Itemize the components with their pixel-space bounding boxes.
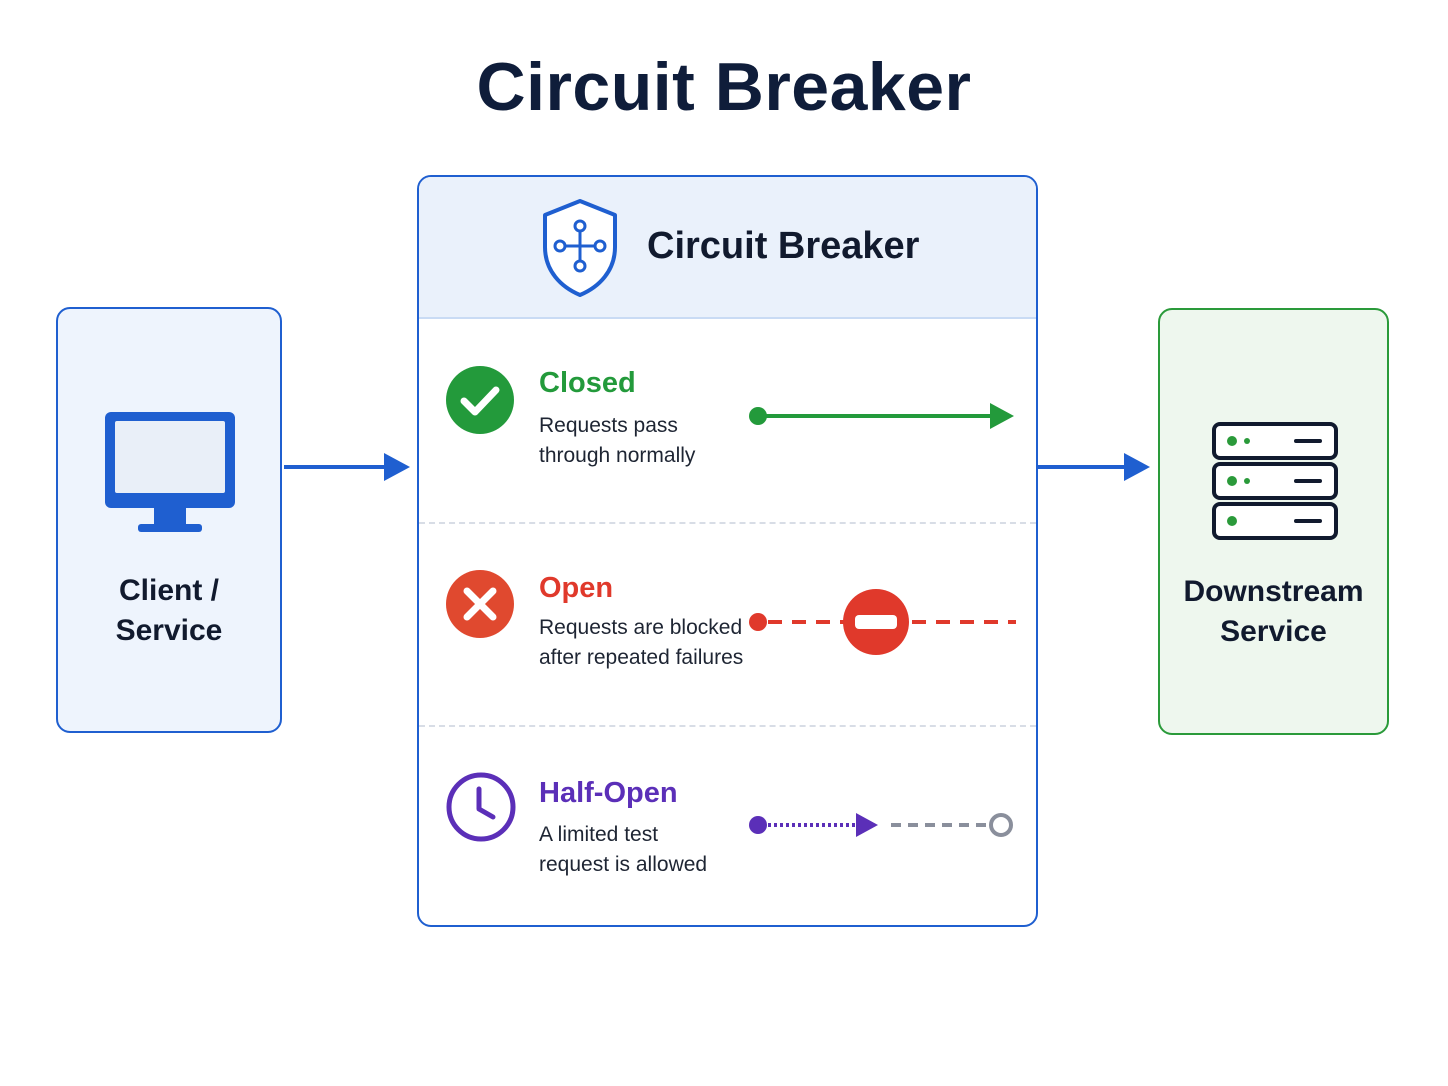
- state-half-open-description: A limited test request is allowed: [539, 823, 708, 876]
- half-open-flow-arrow: [749, 813, 1013, 837]
- state-closed-name: Closed: [539, 367, 636, 399]
- x-circle-icon: [445, 569, 515, 644]
- arrow-client-to-breaker: [284, 453, 410, 481]
- closed-flow-arrow: [749, 403, 1014, 429]
- state-open: Open Requests are blocked after repeated…: [419, 524, 1036, 724]
- client-service-label: Client / Service: [115, 574, 223, 647]
- circuit-breaker-title: Circuit Breaker: [647, 225, 920, 267]
- page-title: Circuit Breaker: [476, 49, 972, 125]
- state-closed-description: Requests pass through normally: [539, 414, 696, 467]
- client-service-box: Client / Service: [56, 307, 282, 733]
- monitor-icon: [102, 409, 238, 544]
- circuit-breaker-header: Circuit Breaker: [419, 177, 1036, 319]
- shield-icon: [539, 197, 621, 304]
- circuit-breaker-panel: Circuit Breaker Closed Requests pass thr…: [417, 175, 1038, 927]
- divider-open-halfopen: [419, 725, 1036, 727]
- downstream-service-box: Downstream Service: [1158, 308, 1389, 735]
- arrow-breaker-to-downstream: [1038, 453, 1150, 481]
- no-entry-icon: [843, 589, 909, 655]
- state-closed: Closed Requests pass through normally: [419, 319, 1036, 519]
- state-half-open: Half-Open A limited test request is allo…: [419, 727, 1036, 925]
- server-stack-icon: [1210, 420, 1340, 549]
- state-open-description: Requests are blocked after repeated fail…: [539, 616, 744, 669]
- state-open-name: Open: [539, 572, 614, 604]
- clock-icon: [445, 771, 517, 848]
- open-flow-blocked: [749, 589, 1016, 655]
- state-half-open-name: Half-Open: [539, 777, 678, 809]
- downstream-service-label: Downstream Service: [1183, 575, 1364, 648]
- check-circle-icon: [445, 365, 515, 440]
- divider-closed-open: [419, 522, 1036, 524]
